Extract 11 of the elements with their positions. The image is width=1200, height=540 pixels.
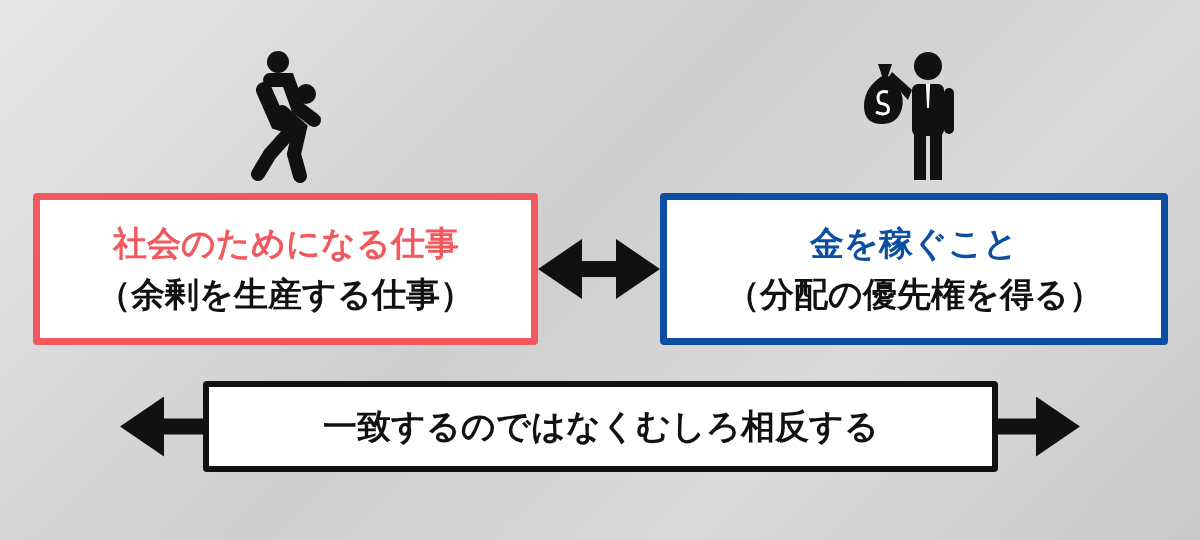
double-arrow (120, 396, 203, 457)
double-arrow (538, 239, 660, 299)
text-box (203, 381, 998, 472)
text-box (660, 193, 1168, 345)
subheading-text: （分配の優先権を得る） (725, 273, 1103, 316)
subheading-text: （余剰を生産する仕事） (97, 273, 474, 316)
text-box (33, 193, 538, 345)
double-arrow (998, 396, 1080, 457)
heading-text: 一致するのではなくむしろ相反する (322, 405, 879, 448)
heading-text: 社会のためになる仕事 (112, 222, 459, 265)
heading-text: 金を稼ぐこと (810, 222, 1018, 265)
